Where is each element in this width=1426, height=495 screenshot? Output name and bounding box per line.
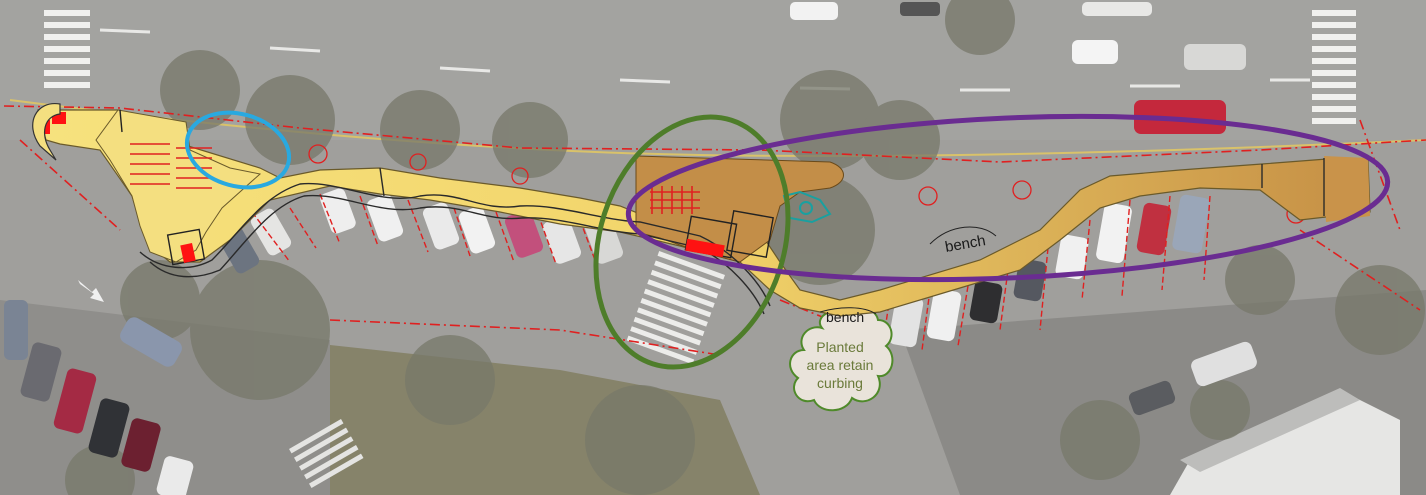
bench-lower-outline xyxy=(819,307,877,315)
bench-label-upper: bench xyxy=(944,232,987,256)
cars-lower-lot xyxy=(4,300,1257,495)
blue-highlight-circle xyxy=(184,110,292,190)
planted-label-line2: area retain xyxy=(807,357,874,373)
planted-label-line1: Planted xyxy=(816,339,863,355)
tree-canopies xyxy=(65,0,1425,495)
purple-highlight-ellipse xyxy=(625,113,1391,283)
crosswalk-left xyxy=(44,10,90,88)
planted-label-line3: curbing xyxy=(817,375,863,391)
right-end-plaza xyxy=(1324,156,1370,222)
road-arrow xyxy=(78,280,104,302)
crosswalk-center xyxy=(626,251,725,365)
left-plaza xyxy=(95,109,262,263)
building-edge xyxy=(1180,388,1360,472)
paver-stripes xyxy=(130,143,700,214)
crosswalk-bottom xyxy=(289,419,364,488)
bench-label-lower: bench xyxy=(826,309,864,325)
bench-upper-outline xyxy=(929,226,997,245)
cars-street xyxy=(790,2,1246,134)
building-roof xyxy=(1170,390,1400,495)
corner-bulb xyxy=(32,103,61,161)
crosswalk-right xyxy=(1312,10,1356,124)
